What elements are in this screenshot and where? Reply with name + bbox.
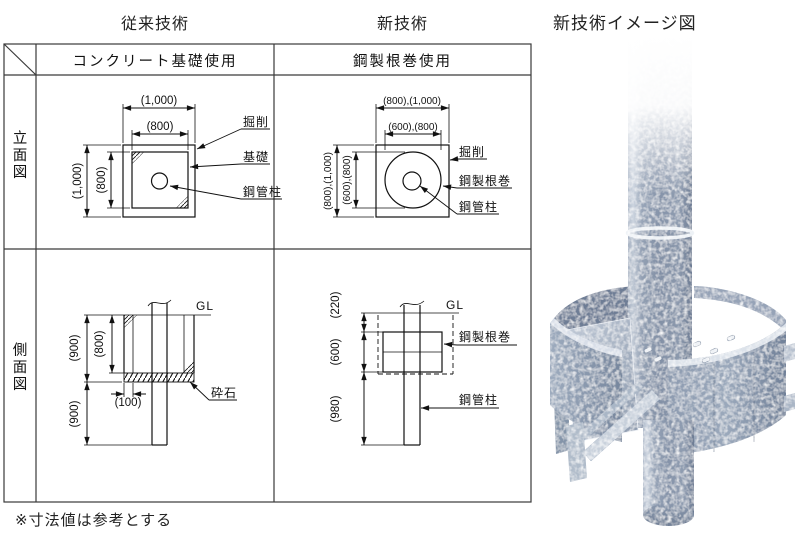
dim-top-cover: (220): [330, 291, 342, 318]
label-pipe-column: 鋼管柱: [243, 184, 282, 199]
corner-hatch: [176, 196, 188, 208]
excavation-outline: [375, 144, 450, 218]
label-gl: GL: [196, 299, 214, 313]
excavation-outline-dashed: [377, 315, 454, 375]
dim-outer-width: (1,000): [141, 95, 178, 107]
corner-hatch: [132, 152, 144, 164]
pipe-column-section: [150, 172, 169, 190]
dim-wrap-height: (600): [330, 338, 342, 365]
fin-plate-lower: [566, 422, 587, 482]
cell-steel-side: GL (220) (600) (980) 鋼製根巻 鋼管柱: [330, 291, 517, 446]
comparison-table-grid: [3, 43, 532, 503]
dim-below-depth: (900): [69, 400, 81, 427]
corner-diagonal: [3, 43, 37, 76]
label-pipe-column: 鋼管柱: [459, 392, 498, 407]
table-border: [3, 43, 532, 503]
row-header-side-view: 側面図: [12, 343, 28, 393]
dim-outer-height: (1,000): [72, 163, 84, 200]
pipe-break-symbol: [147, 299, 172, 307]
fin-plate-front: [582, 389, 661, 462]
column-header-steel: 鋼製根巻使用: [353, 54, 452, 70]
pole-below: [643, 420, 694, 516]
label-gl: GL: [446, 298, 464, 312]
pole-bottom-cap: [643, 504, 694, 526]
corner-hatch: [124, 315, 137, 328]
bolts: [643, 334, 736, 364]
cell-concrete-side: GL (900) (800) (900) (100) 砕石: [69, 299, 237, 446]
band-tab: [784, 393, 795, 412]
cell-steel-elevation: (800),(1,000) (600),(800) (800),(1,000) …: [323, 96, 512, 218]
dim-inner-width: (800): [147, 121, 174, 133]
pole-joint-ring: [625, 226, 695, 240]
dim-below-depth: (980): [330, 395, 342, 422]
foundation-outline: [131, 151, 189, 209]
corner-hatch: [181, 360, 194, 373]
root-wrap-band-right: [668, 323, 786, 455]
label-excavation: 掘削: [459, 144, 485, 159]
column-header-concrete: コンクリート基礎使用: [72, 54, 238, 70]
row-header-elevation-view: 立面図: [12, 131, 28, 181]
label-root-wrap: 鋼製根巻: [459, 174, 511, 188]
new-tech-3d-image: [550, 34, 795, 526]
dim-foundation-depth: (800): [94, 330, 106, 357]
dim-outer-height: (800),(1,000): [323, 152, 334, 210]
dim-outer-width: (800),(1,000): [383, 96, 441, 107]
dim-depth: (900): [69, 334, 81, 361]
root-wrap-section: [384, 151, 442, 209]
dim-wall-thickness: (100): [115, 397, 142, 409]
dim-inner-height: (600),(800): [342, 155, 353, 204]
pipe-break-symbol: [399, 300, 425, 308]
header-new-tech-image: 新技術イメージ図: [553, 14, 697, 33]
band-tab: [784, 343, 795, 362]
header-conventional-tech: 従来技術: [120, 16, 189, 33]
gravel-layer: [123, 372, 195, 383]
excavation-outline: [122, 144, 196, 218]
label-excavation: 掘削: [243, 114, 269, 129]
pipe-column-section: [402, 171, 422, 191]
label-pipe-column: 鋼管柱: [459, 199, 498, 214]
footnote: ※寸法値は参考とする: [15, 512, 173, 529]
dim-inner-width: (600),(800): [388, 122, 437, 133]
label-root-wrap: 鋼製根巻: [459, 330, 511, 344]
dim-inner-height: (800): [96, 166, 108, 193]
label-foundation: 基礎: [243, 150, 269, 164]
pole-top-fade: [624, 34, 696, 194]
header-new-tech: 新技術: [376, 16, 428, 33]
label-gravel: 砕石: [211, 385, 237, 400]
cell-concrete-elevation: (1,000) (800) (1,000) (800) 掘削 基礎 鋼管柱: [72, 95, 282, 218]
